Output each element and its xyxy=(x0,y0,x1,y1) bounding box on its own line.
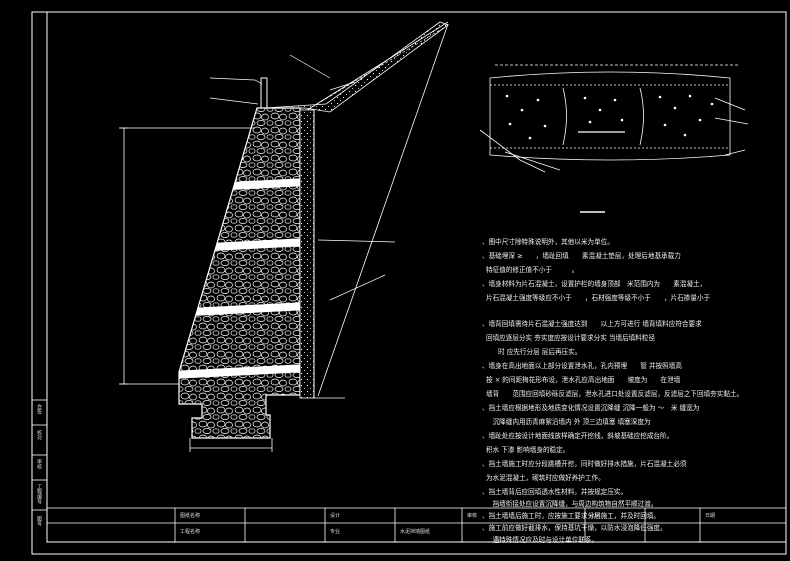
note-line: 按 × 的间距梅花形布设，泄水孔应高出地面 坡度为 在泄墙 xyxy=(486,376,681,384)
guardrail-post xyxy=(258,77,302,109)
side-review: 审核 xyxy=(36,459,42,469)
note-line: 特征值的修正值不小于 。 xyxy=(486,266,579,274)
note-line: 、基础埋深 ≥ ，墙趾回填 素混凝土垫层，处理后地基承载力 xyxy=(482,252,681,260)
height-dimension xyxy=(119,127,255,385)
note-line: 、挡土墙背后应回填透水性材料，并按规定压实。 xyxy=(482,488,628,496)
note-line: 、挡土墙应根据地形及地质变化情况设置沉降缝 沉降一般为 ～ 米 缝宽为 xyxy=(482,404,700,412)
note-line: 、墙身材料为片石混凝土，设置护栏的墙身顶部 米范围内为 素混凝土， xyxy=(482,280,707,288)
detail-holes xyxy=(505,94,714,140)
excavation-slope-line xyxy=(317,23,449,397)
note-line: 积水 下渗 影响墙身的稳定。 xyxy=(486,446,570,454)
tb-design-label: 设计 xyxy=(330,513,341,519)
side-project-no: 工程编号 xyxy=(36,484,42,504)
note-line: 墙背 范围应回填砂砾反滤层，泄水孔进口处设置反滤层，反滤层之下回填夯实黏土。 xyxy=(486,390,744,398)
note-line: 、挡土墙施工时应分段跳槽开挖，同时做好排水措施，片石混凝土必须 xyxy=(482,460,687,468)
note-line: 、挡土墙墙后施工时，应按施工要求分层施工，并及时回填。 xyxy=(482,512,661,520)
tb-date-label: 日期 xyxy=(705,513,716,519)
tb-scale-label: 比例 xyxy=(590,513,601,519)
note-line: 挡墙衔接处应设置沉降缝，与周边构筑物自然平顺过渡。 xyxy=(486,500,658,508)
note-line: 、图中尺寸除特殊说明外，其他以米为单位。 xyxy=(482,238,614,246)
side-strip xyxy=(32,399,47,511)
note-line: 、墙背回填需待片石混凝土强度达到 以上方可进行 墙背填料应符合要求 xyxy=(482,320,702,328)
side-check: 校对 xyxy=(36,430,42,440)
inner-border xyxy=(46,11,787,543)
tb-drawing-title: 水泥挡墙图纸 xyxy=(400,529,431,535)
side-countersign: 会签 xyxy=(36,404,42,414)
note-line: 、墙身在高出地面以上部分设置泄水孔，孔内预埋 管 并按照墙高 xyxy=(482,362,682,370)
detail-drawing xyxy=(479,64,749,213)
retaining-wall-section xyxy=(178,107,315,439)
note-line: 、施工前应做好截排水，保持基坑干燥，以防水浸泡降低强度。 xyxy=(482,524,667,532)
leader-lines xyxy=(209,54,396,301)
note-line: 片石混凝土强度等级应不小于 ，石材强度等级不小于 ，片石掺量小于 xyxy=(486,294,711,302)
note-line: 时 应先行分层 层后再压实。 xyxy=(498,348,582,356)
base-dimension xyxy=(189,438,273,452)
tb-drawing-name-label: 图纸名称 xyxy=(180,513,201,519)
note-line: 沉降缝内用沥青麻絮沿墙内 外 顶三边填塞 填塞深度为 xyxy=(486,418,651,426)
top-fill-slope xyxy=(264,21,449,113)
note-line: 、墙趾处应按设计地面线放样确定开挖线，斜坡基础应挖成台阶。 xyxy=(482,432,674,440)
note-line: 为水泥混凝土，砌筑时应做好养护工作。 xyxy=(486,474,605,482)
tb-project-name-label: 工程名称 xyxy=(180,529,201,535)
tb-review-label: 审核 xyxy=(467,513,478,519)
side-drawing-no: 图号 xyxy=(36,516,42,526)
note-line: 遇特殊情况应及时与设计单位联系。 xyxy=(486,536,599,544)
tb-discipline-label: 专业 xyxy=(330,529,341,535)
title-block-lines xyxy=(47,507,786,542)
note-line: 回填应逐层分实 夯实度应按设计要求分实 当墙后填料粒径 xyxy=(486,334,656,342)
